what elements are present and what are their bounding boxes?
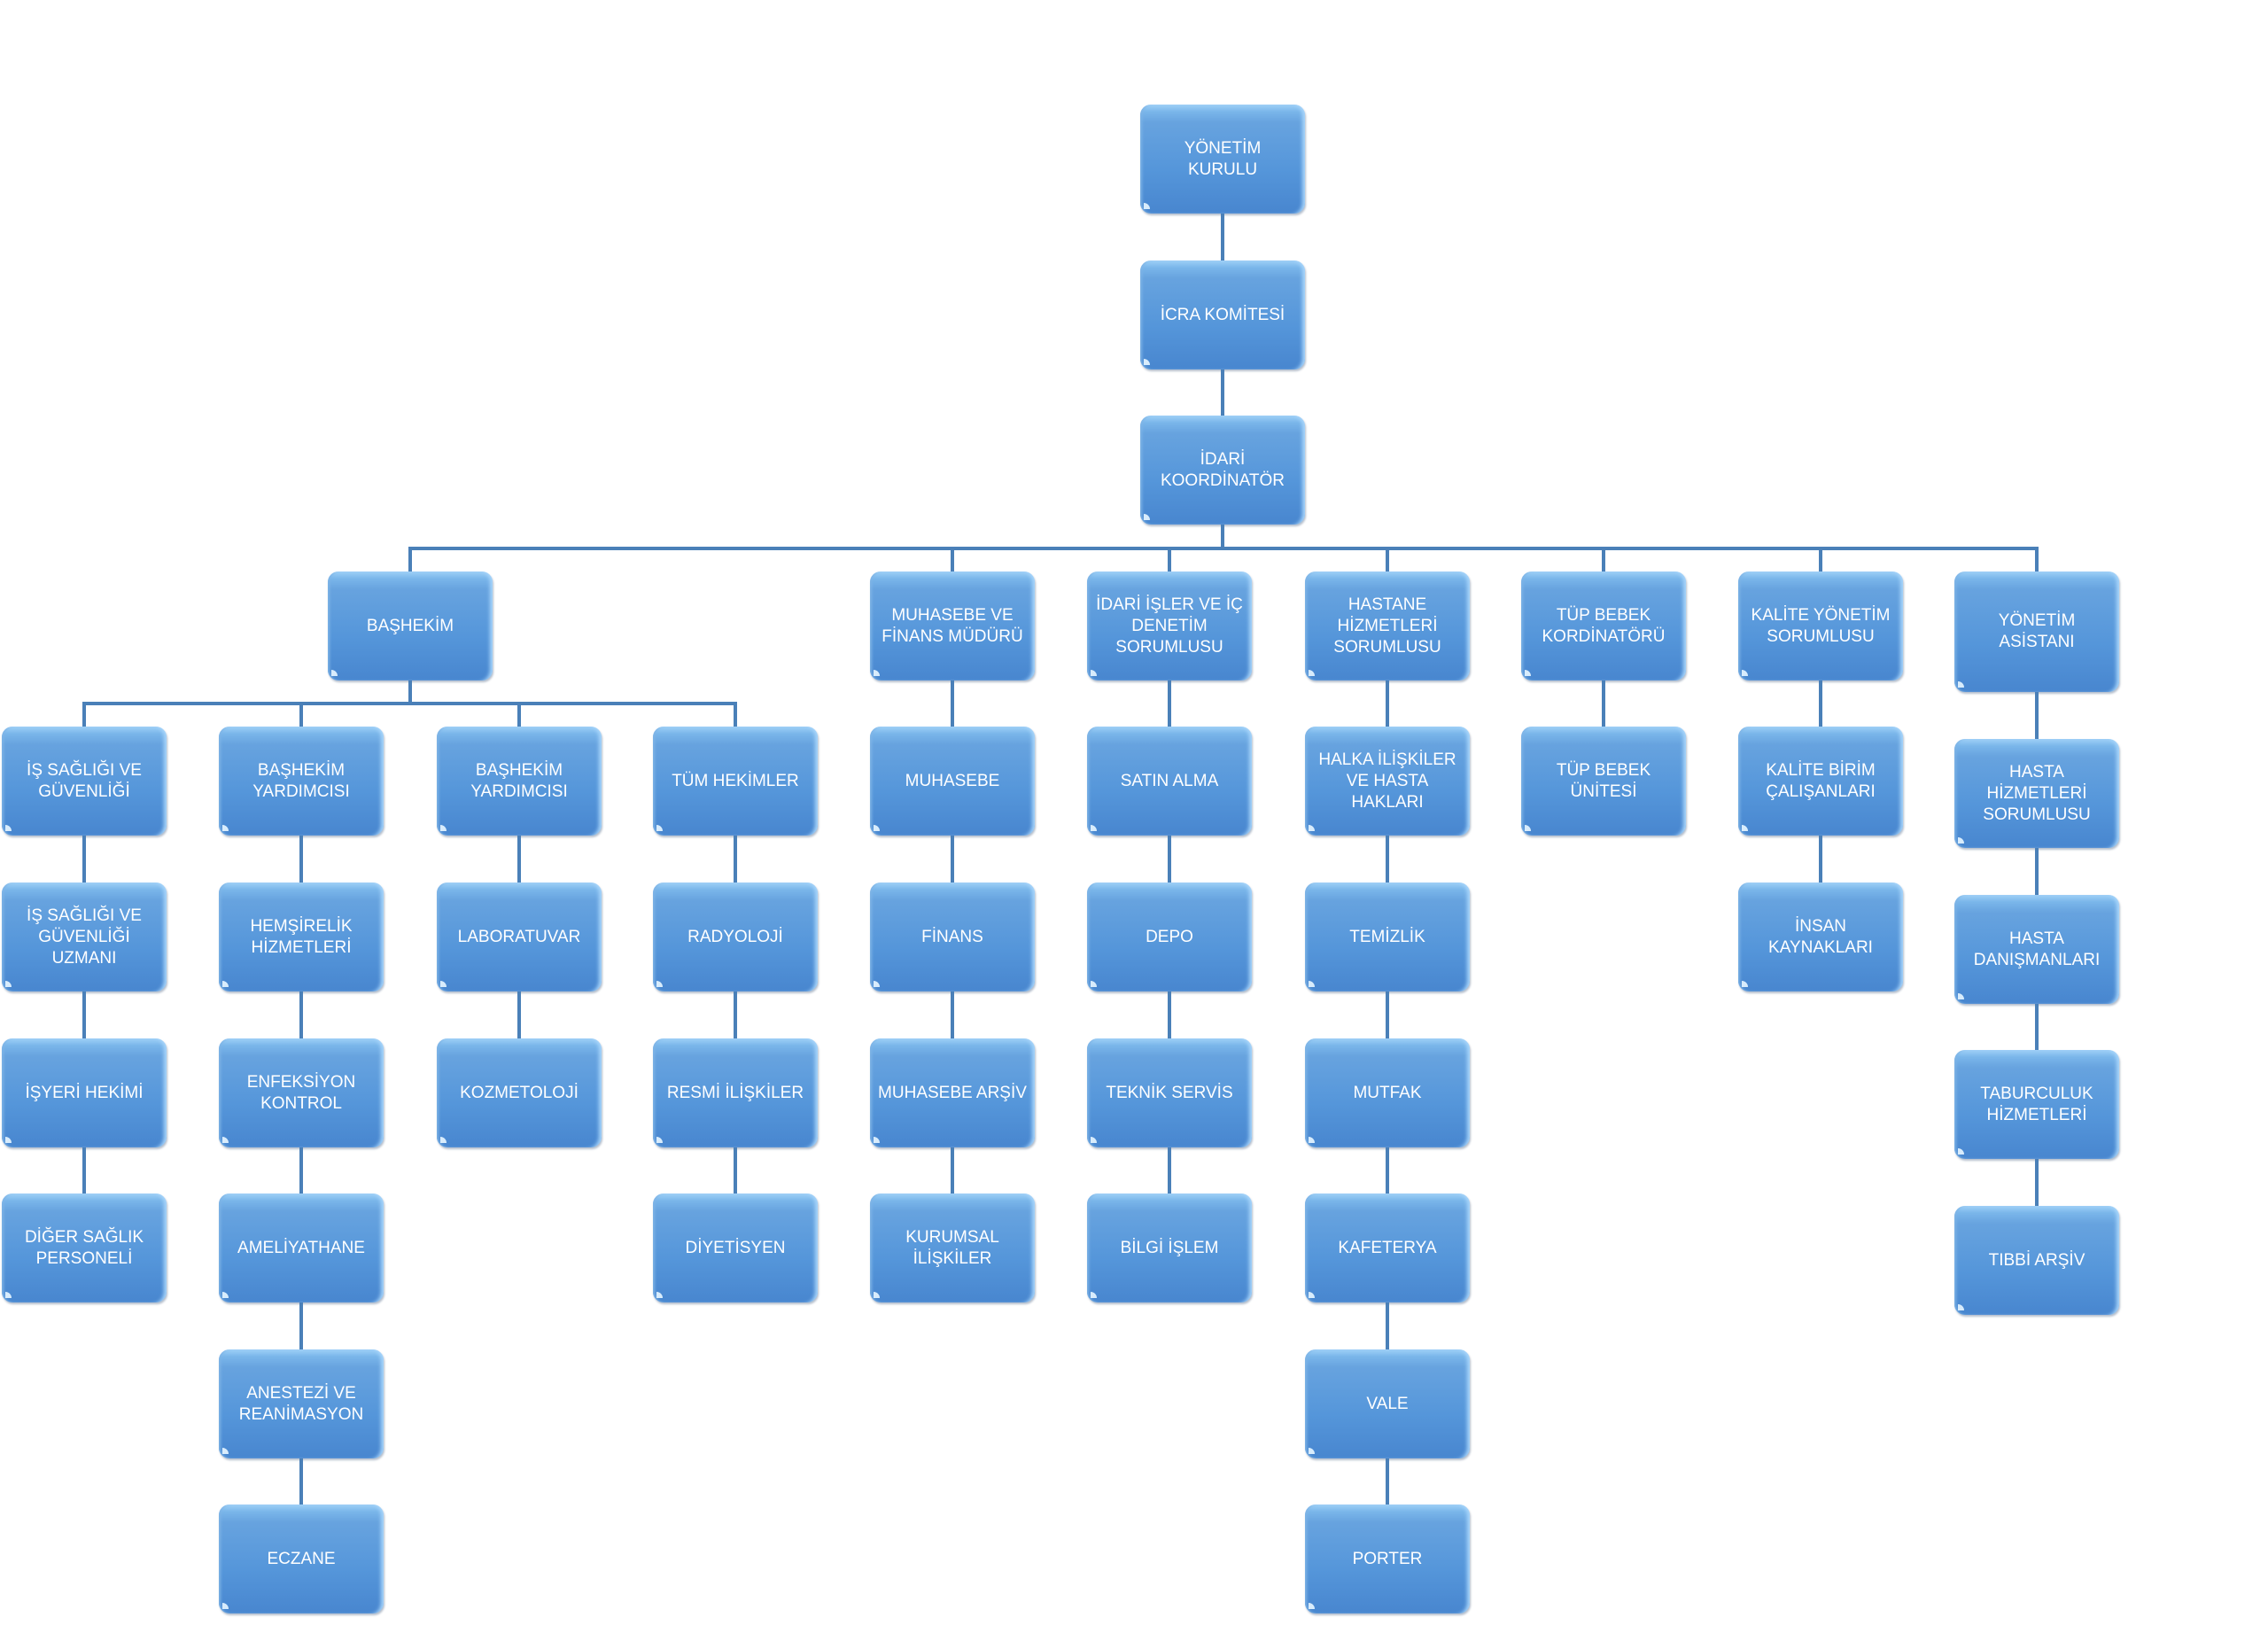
connector-line [951, 680, 954, 727]
connector-line [951, 1147, 954, 1193]
connector-line [1221, 369, 1224, 416]
connector-line [410, 547, 2039, 550]
org-node-tibbi-arsiv[interactable]: TIBBİ ARŞİV [1954, 1206, 2119, 1315]
connector-line [299, 1458, 303, 1504]
org-node-muhasebe-ve-finans-muduru[interactable]: MUHASEBE VE FİNANS MÜDÜRÜ [870, 571, 1035, 680]
connector-line [734, 836, 737, 882]
connector-line [299, 1302, 303, 1349]
org-node-hasta-danismanlari[interactable]: HASTA DANIŞMANLARI [1954, 895, 2119, 1004]
connector-line [2035, 848, 2039, 895]
org-node-diger-saglik-personeli[interactable]: DİĞER SAĞLIK PERSONELİ [2, 1193, 167, 1302]
org-node-idari-koordinator[interactable]: İDARİ KOORDİNATÖR [1140, 416, 1305, 525]
org-node-finans[interactable]: FİNANS [870, 882, 1035, 991]
org-node-eczane[interactable]: ECZANE [219, 1504, 384, 1613]
connector-line [2035, 1159, 2039, 1206]
connector-line [951, 991, 954, 1038]
connector-line [1386, 680, 1389, 727]
connector-line [1168, 680, 1171, 727]
org-node-muhasebe-arsiv[interactable]: MUHASEBE ARŞİV [870, 1038, 1035, 1147]
connector-line [517, 702, 521, 727]
connector-line [1386, 1302, 1389, 1349]
org-node-taburculuk-hizmetleri[interactable]: TABURCULUK HİZMETLERİ [1954, 1050, 2119, 1159]
org-node-halka-iliskiler-ve-hasta-haklari[interactable]: HALKA İLİŞKİLER VE HASTA HAKLARI [1305, 727, 1470, 836]
connector-line [299, 702, 303, 727]
org-node-idari-isler-ve-ic-denetim-sorumlusu[interactable]: İDARİ İŞLER VE İÇ DENETİM SORUMLUSU [1087, 571, 1252, 680]
org-node-kozmetoloji[interactable]: KOZMETOLOJİ [437, 1038, 602, 1147]
connector-line [2035, 547, 2039, 571]
connector-line [2035, 692, 2039, 739]
org-node-temizlik[interactable]: TEMİZLİK [1305, 882, 1470, 991]
connector-line [1819, 836, 1822, 882]
org-node-hasta-hizmetleri-sorumlusu[interactable]: HASTA HİZMETLERİ SORUMLUSU [1954, 739, 2119, 848]
connector-line [82, 991, 86, 1038]
org-node-porter[interactable]: PORTER [1305, 1504, 1470, 1613]
org-node-is-sagligi-ve-guvenligi[interactable]: İŞ SAĞLIĞI VE GÜVENLİĞİ [2, 727, 167, 836]
connector-line [82, 702, 86, 727]
org-node-laboratuvar[interactable]: LABORATUVAR [437, 882, 602, 991]
org-node-kalite-yonetim-sorumlusu[interactable]: KALİTE YÖNETİM SORUMLUSU [1738, 571, 1903, 680]
connector-line [82, 702, 737, 705]
org-node-resmi-iliskiler[interactable]: RESMİ İLİŞKİLER [653, 1038, 818, 1147]
connector-line [82, 1147, 86, 1193]
connector-line [1221, 525, 1224, 548]
org-node-yonetim-asistani[interactable]: YÖNETİM ASİSTANI [1954, 571, 2119, 692]
connector-line [1386, 1147, 1389, 1193]
connector-line [1602, 680, 1605, 727]
org-node-tum-hekimler[interactable]: TÜM HEKİMLER [653, 727, 818, 836]
org-node-anestezi-ve-reanimasyon[interactable]: ANESTEZİ VE REANİMASYON [219, 1349, 384, 1458]
connector-line [1819, 547, 1822, 571]
connector-line [299, 991, 303, 1038]
org-node-bashekim-yardimcisi[interactable]: BAŞHEKİM YARDIMCISI [219, 727, 384, 836]
connector-line [1168, 1147, 1171, 1193]
connector-line [1168, 991, 1171, 1038]
org-node-enfeksiyon-kontrol[interactable]: ENFEKSİYON KONTROL [219, 1038, 384, 1147]
connector-line [82, 836, 86, 882]
org-node-isyeri-hekimi[interactable]: İŞYERİ HEKİMİ [2, 1038, 167, 1147]
org-node-bilgi-islem[interactable]: BİLGİ İŞLEM [1087, 1193, 1252, 1302]
connector-line [1819, 680, 1822, 727]
connector-line [517, 836, 521, 882]
org-node-bashekim-yardimcisi[interactable]: BAŞHEKİM YARDIMCISI [437, 727, 602, 836]
org-node-hastane-hizmetleri-sorumlusu[interactable]: HASTANE HİZMETLERİ SORUMLUSU [1305, 571, 1470, 680]
org-node-ameliyathane[interactable]: AMELİYATHANE [219, 1193, 384, 1302]
connector-line [951, 836, 954, 882]
connector-line [299, 1147, 303, 1193]
org-node-diyetisyen[interactable]: DİYETİSYEN [653, 1193, 818, 1302]
connector-line [408, 680, 412, 702]
org-node-kalite-birim-calisanlari[interactable]: KALİTE BİRİM ÇALIŞANLARI [1738, 727, 1903, 836]
connector-line [517, 991, 521, 1038]
org-node-vale[interactable]: VALE [1305, 1349, 1470, 1458]
org-node-insan-kaynaklari[interactable]: İNSAN KAYNAKLARI [1738, 882, 1903, 991]
connector-line [1386, 836, 1389, 882]
connector-line [408, 547, 412, 571]
org-node-hemsirelik-hizmetleri[interactable]: HEMŞİRELİK HİZMETLERİ [219, 882, 384, 991]
org-node-is-sagligi-ve-guvenligi-uzmani[interactable]: İŞ SAĞLIĞI VE GÜVENLİĞİ UZMANI [2, 882, 167, 991]
connector-line [2035, 1004, 2039, 1050]
connector-line [1168, 836, 1171, 882]
org-node-satin-alma[interactable]: SATIN ALMA [1087, 727, 1252, 836]
org-node-bashekim[interactable]: BAŞHEKİM [328, 571, 493, 680]
org-node-muhasebe[interactable]: MUHASEBE [870, 727, 1035, 836]
connector-line [1168, 547, 1171, 571]
org-node-yonetim-kurulu[interactable]: YÖNETİM KURULU [1140, 105, 1305, 214]
connector-line [1221, 214, 1224, 260]
org-node-mutfak[interactable]: MUTFAK [1305, 1038, 1470, 1147]
connector-line [1386, 991, 1389, 1038]
org-node-tup-bebek-unitesi[interactable]: TÜP BEBEK ÜNİTESİ [1521, 727, 1686, 836]
org-node-kafeterya[interactable]: KAFETERYA [1305, 1193, 1470, 1302]
org-node-radyoloji[interactable]: RADYOLOJİ [653, 882, 818, 991]
org-node-tup-bebek-kordinatoru[interactable]: TÜP BEBEK KORDİNATÖRÜ [1521, 571, 1686, 680]
connector-line [1386, 1458, 1389, 1504]
org-node-kurumsal-iliskiler[interactable]: KURUMSAL İLİŞKİLER [870, 1193, 1035, 1302]
connector-line [1602, 547, 1605, 571]
connector-line [299, 836, 303, 882]
connector-line [734, 1147, 737, 1193]
connector-line [734, 991, 737, 1038]
org-node-depo[interactable]: DEPO [1087, 882, 1252, 991]
connector-line [1386, 547, 1389, 571]
org-node-icra-komitesi[interactable]: İCRA KOMİTESİ [1140, 260, 1305, 369]
connector-line [734, 702, 737, 727]
org-node-teknik-servis[interactable]: TEKNİK SERVİS [1087, 1038, 1252, 1147]
connector-line [951, 547, 954, 571]
